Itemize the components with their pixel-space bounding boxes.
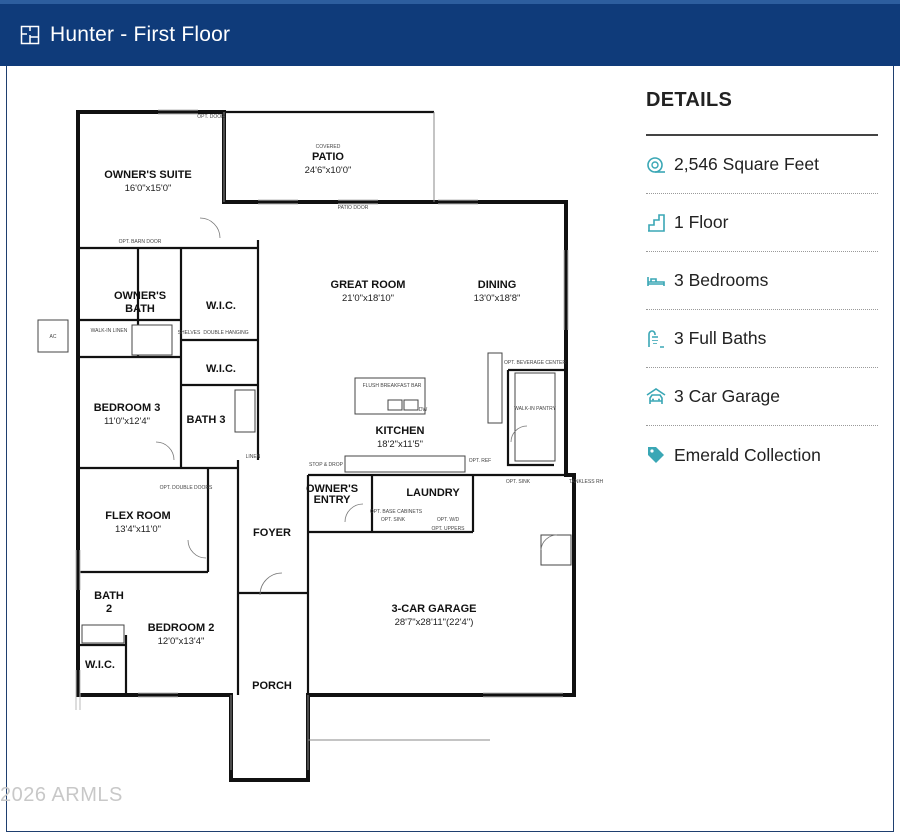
room-dining-dim: 13'0"x18'8" bbox=[474, 293, 521, 304]
room-porch-name: PORCH bbox=[252, 680, 292, 692]
room-bath-2-name-1: BATH bbox=[94, 590, 124, 602]
note-flush-breakfast-bar: FLUSH BREAKFAST BAR bbox=[363, 383, 422, 389]
note-opt-uppers: OPT. UPPERS bbox=[431, 526, 465, 532]
page-title: Hunter - First Floor bbox=[50, 23, 231, 46]
room-wic-3-name: W.I.C. bbox=[85, 659, 115, 671]
room-flex-room-dim: 13'4"x11'0" bbox=[115, 524, 161, 535]
tag-icon bbox=[648, 447, 664, 463]
note-stop-drop: STOP & DROP bbox=[309, 462, 344, 468]
room-garage-dim: 28'7"x28'11"(22'4") bbox=[395, 617, 474, 628]
room-owners-entry-name-1: OWNER'S bbox=[306, 483, 358, 495]
room-owners-entry-name-2: ENTRY bbox=[314, 494, 352, 506]
note-opt-barn-door: OPT. BARN DOOR bbox=[119, 239, 162, 245]
detail-floors: 1 Floor bbox=[646, 194, 878, 252]
room-bedroom-2-name: BEDROOM 2 bbox=[148, 622, 215, 634]
room-bedroom-2-dim: 12'0"x13'4" bbox=[158, 636, 205, 647]
note-double-hanging: DOUBLE HANGING bbox=[203, 330, 248, 336]
car-icon bbox=[646, 387, 666, 404]
detail-square-feet: 2,546 Square Feet bbox=[646, 136, 878, 194]
note-opt-base-cabinets: OPT. BASE CABINETS bbox=[370, 509, 423, 515]
room-patio-dim: 24'6"x10'0" bbox=[305, 165, 352, 176]
room-great-room-name: GREAT ROOM bbox=[331, 279, 406, 291]
note-ac: AC bbox=[50, 334, 57, 340]
note-shelves: SHELVES bbox=[178, 330, 201, 336]
patio-note: COVERED bbox=[316, 144, 341, 150]
room-owners-bath-name-1: OWNER'S bbox=[114, 290, 166, 302]
room-owners-suite-dim: 16'0"x15'0" bbox=[125, 183, 172, 194]
copyright-watermark: 2026 ARMLS bbox=[0, 784, 123, 806]
detail-bedrooms: 3 Bedrooms bbox=[646, 252, 878, 310]
note-dw: DW bbox=[419, 407, 428, 413]
floorplan-icon bbox=[20, 25, 40, 45]
detail-garage: 3 Car Garage bbox=[646, 368, 878, 426]
room-kitchen-dim: 18'2"x11'5" bbox=[377, 439, 423, 450]
detail-collection-label: Emerald Collection bbox=[674, 444, 821, 465]
room-bath-2-name-2: 2 bbox=[106, 603, 112, 615]
details-divider bbox=[646, 134, 878, 136]
room-foyer-name: FOYER bbox=[253, 527, 291, 539]
room-owners-suite-name: OWNER'S SUITE bbox=[104, 169, 192, 181]
detail-floors-label: 1 Floor bbox=[674, 212, 729, 232]
note-walk-in-pantry: WALK-IN PANTRY bbox=[514, 406, 557, 412]
details-list: 2,546 Square Feet 1 Floor 3 Bedrooms 3 F… bbox=[646, 136, 878, 484]
room-garage-name: 3-CAR GARAGE bbox=[392, 603, 477, 615]
detail-collection: Emerald Collection bbox=[646, 426, 878, 484]
note-tankless: TANKLESS RH bbox=[569, 479, 604, 485]
room-bath-3-name: BATH 3 bbox=[187, 414, 226, 426]
note-opt-sink: OPT. SINK bbox=[506, 479, 531, 485]
content-frame bbox=[6, 66, 894, 832]
note-opt-ref: OPT. REF bbox=[469, 458, 492, 464]
detail-garage-label: 3 Car Garage bbox=[674, 386, 781, 406]
floor-plan: OWNER'S SUITE 16'0"x15'0" COVERED PATIO … bbox=[8, 70, 628, 830]
room-patio-name: PATIO bbox=[312, 151, 344, 163]
room-wic-1-name: W.I.C. bbox=[206, 300, 236, 312]
note-opt-beverage-center: OPT. BEVERAGE CENTER bbox=[504, 360, 566, 366]
detail-baths-label: 3 Full Baths bbox=[674, 328, 767, 348]
shower-icon bbox=[648, 329, 664, 348]
room-flex-room-name: FLEX ROOM bbox=[105, 510, 170, 522]
note-opt-double-doors: OPT. DOUBLE DOORS bbox=[160, 485, 213, 491]
room-kitchen-name: KITCHEN bbox=[376, 425, 425, 437]
room-laundry-name: LAUNDRY bbox=[406, 487, 460, 499]
detail-baths: 3 Full Baths bbox=[646, 310, 878, 368]
note-patio-door: PATIO DOOR bbox=[338, 205, 369, 211]
note-opt-wd: OPT. W/D bbox=[437, 517, 460, 523]
room-great-room-dim: 21'0"x18'10" bbox=[342, 293, 394, 304]
detail-square-feet-label: 2,546 Square Feet bbox=[674, 154, 819, 174]
details-heading: DETAILS bbox=[646, 89, 733, 111]
room-owners-bath-name-2: BATH bbox=[125, 303, 155, 315]
floor-plan-drawing: OWNER'S SUITE 16'0"x15'0" COVERED PATIO … bbox=[37, 109, 604, 782]
room-wic-2-name: W.I.C. bbox=[206, 363, 236, 375]
room-bedroom-3-name: BEDROOM 3 bbox=[94, 402, 161, 414]
square-feet-icon bbox=[647, 156, 665, 173]
room-bedroom-3-dim: 11'0"x12'4" bbox=[104, 416, 150, 427]
note-walk-in-linen: WALK-IN LINEN bbox=[91, 328, 128, 334]
stairs-icon bbox=[648, 213, 665, 232]
note-opt-door: OPT. DOOR bbox=[197, 114, 225, 120]
details-panel: DETAILS 2,546 Square Feet 1 Floor 3 Bedr… bbox=[646, 86, 878, 484]
note-opt-sink-laundry: OPT. SINK bbox=[381, 517, 406, 523]
room-dining-name: DINING bbox=[478, 279, 517, 291]
detail-bedrooms-label: 3 Bedrooms bbox=[674, 270, 769, 290]
page-header: Hunter - First Floor bbox=[0, 0, 900, 66]
note-linen: LINEN bbox=[246, 454, 261, 460]
bed-icon bbox=[647, 276, 665, 286]
